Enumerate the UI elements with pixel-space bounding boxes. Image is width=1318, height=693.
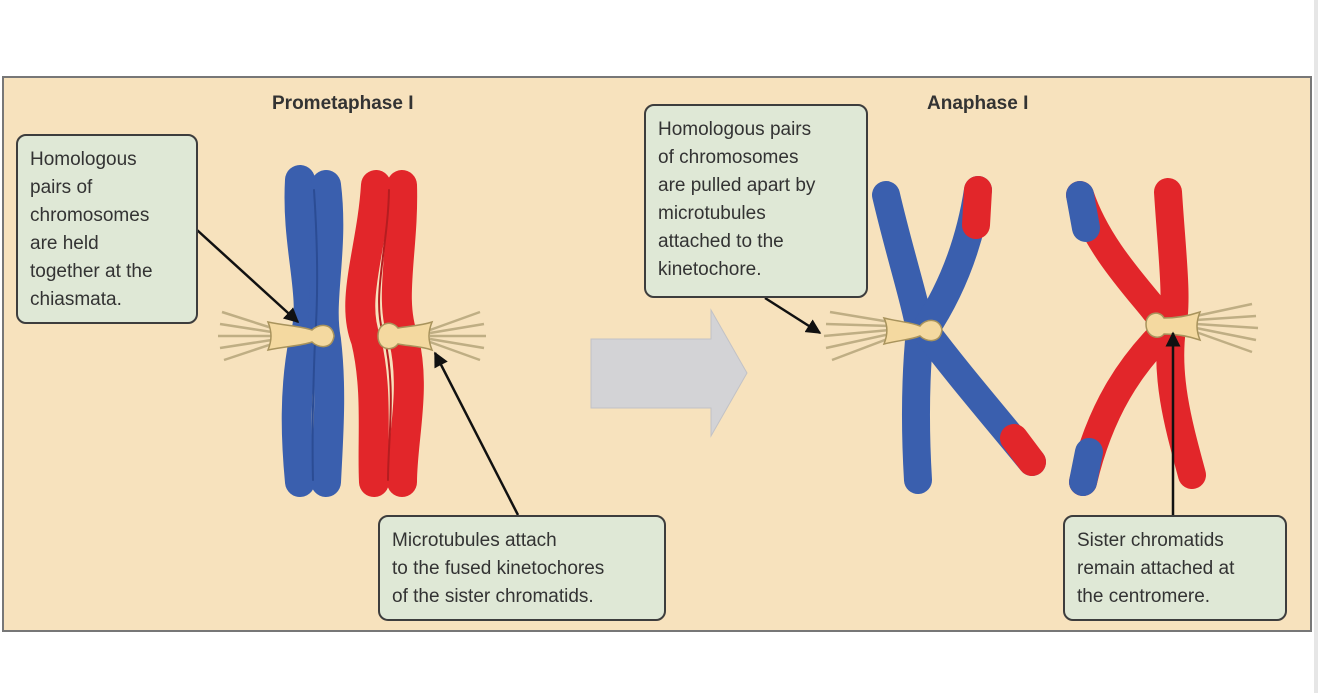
microtubules-left [218,310,486,362]
pointer-arrow-chiasmata [196,229,300,324]
callout-line: pairs of [30,177,93,198]
callout-line: Homologous pairs [658,119,812,140]
callout-line: chromosomes [30,205,150,226]
callout-line: chiasmata. [30,289,122,310]
callout-line: microtubules [658,203,766,224]
callout-line: the centromere. [1077,586,1211,607]
callout-line: together at the [30,261,153,282]
kinetochore-red-right [1145,310,1202,342]
callout-line: attached to the [658,231,784,252]
title-prometaphase-i: Prometaphase I [272,93,414,114]
title-anaphase-i: Anaphase I [927,93,1029,114]
kinetochore-red-left [377,320,434,352]
callout-line: are pulled apart by [658,175,816,196]
pointer-arrow-microtubules [433,351,520,516]
callout-line: of chromosomes [658,147,799,168]
microtubules-right [823,302,1259,362]
callout-line: Homologous [30,149,137,170]
kinetochore-blue-right [882,316,943,346]
callout-line: Microtubules attach [392,530,557,551]
callout-line: Sister chromatids [1077,530,1224,551]
callout-line: remain attached at [1077,558,1235,579]
kinetochore-blue-left [266,320,335,352]
callout-line: to the fused kinetochores [392,558,605,579]
callout-chiasmata: Homologous pairs of chromosomes are held… [16,134,198,324]
callout-pulled-apart: Homologous pairs of chromosomes are pull… [644,104,868,298]
pointer-arrow-pulled-apart [764,296,822,335]
callout-line: are held [30,233,99,254]
right-edge-bar [1314,0,1318,693]
red-chromosome-right [1066,178,1206,496]
callout-microtubules-attach: Microtubules attach to the fused kinetoc… [378,515,666,621]
callout-line: of the sister chromatids. [392,586,594,607]
transition-arrow [590,308,748,438]
callout-line: kinetochore. [658,259,762,280]
callout-sister-attached: Sister chromatids remain attached at the… [1063,515,1287,621]
